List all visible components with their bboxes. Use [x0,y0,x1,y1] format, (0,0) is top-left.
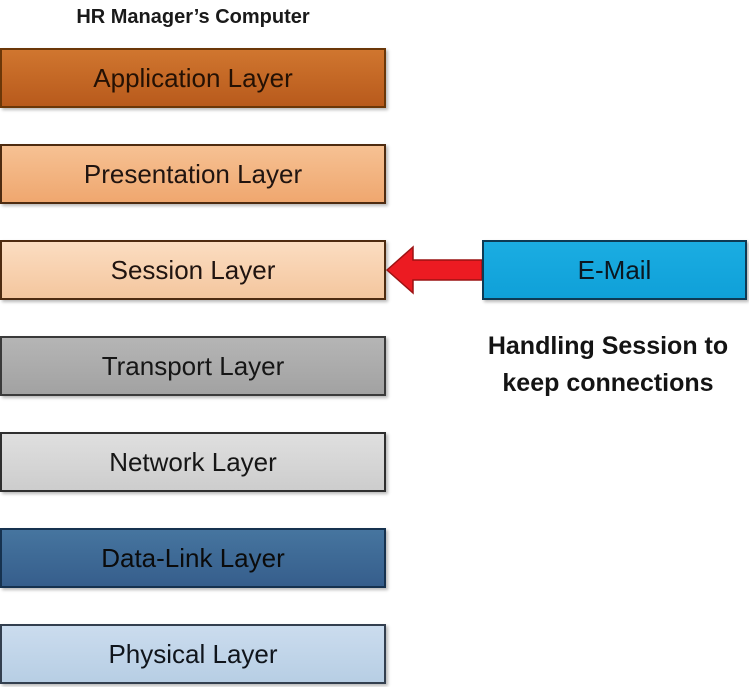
left-block-arrow-icon [385,244,483,296]
session-note: Handling Session to keep connections [458,328,749,402]
layer-label-network: Network Layer [109,446,277,477]
email-box: E-Mail [482,240,747,300]
diagram-title: HR Manager’s Computer [76,6,310,28]
layer-label-transport: Transport Layer [101,350,285,381]
layer-box-physical: Physical Layer [0,624,386,684]
email-label: E-Mail [577,254,652,285]
layer-box-transport: Transport Layer [0,336,386,396]
session-note-line2: keep connections [502,369,714,397]
layer-box-presentation: Presentation Layer [0,144,386,204]
layer-label-application: Application Layer [93,62,293,93]
layer-box-datalink: Data-Link Layer [0,528,386,588]
layer-label-session: Session Layer [110,254,276,285]
layer-box-network: Network Layer [0,432,386,492]
session-note-line1: Handling Session to [487,332,729,360]
layer-label-physical: Physical Layer [108,638,278,669]
layer-label-datalink: Data-Link Layer [101,542,285,573]
layer-box-application: Application Layer [0,48,386,108]
layer-label-presentation: Presentation Layer [83,158,303,189]
layer-box-session: Session Layer [0,240,386,300]
